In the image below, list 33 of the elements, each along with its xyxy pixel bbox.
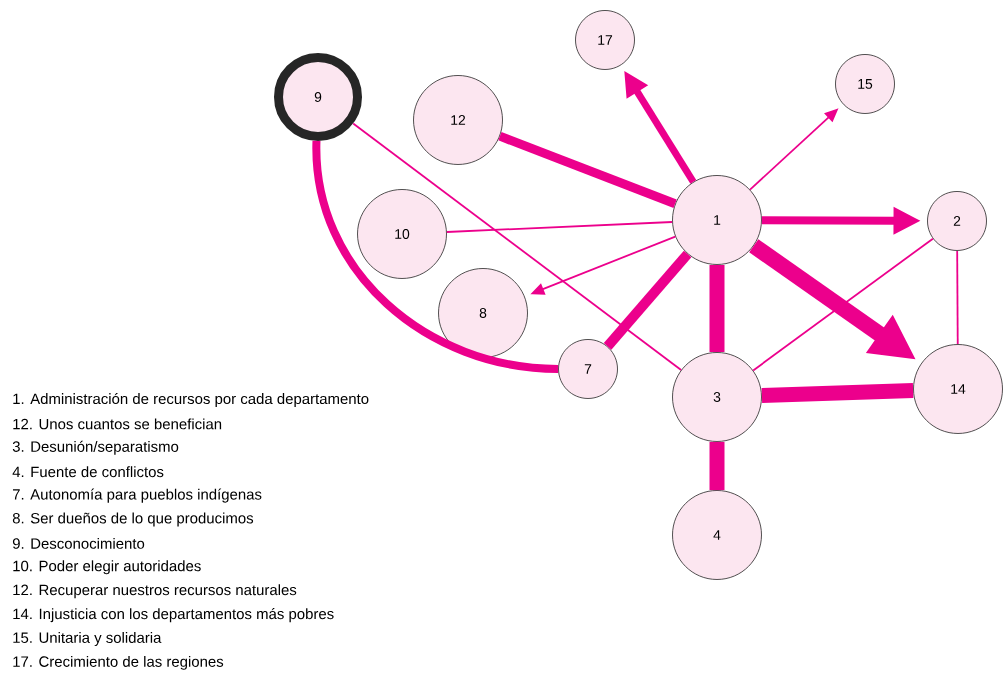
- circle-node: 15: [835, 54, 895, 114]
- circle-node: 12: [413, 75, 503, 165]
- key-text: 15. Unitaria y solidaria: [13, 632, 162, 646]
- circle-node: 14: [913, 344, 1003, 434]
- circle-node: 17: [575, 10, 635, 70]
- connector-line: [752, 237, 934, 372]
- circle-node: 4: [672, 490, 762, 580]
- connector-line: [352, 122, 682, 371]
- key-text: 1. Administración de recursos por cada departamento: [13, 392, 369, 408]
- circle-node: 7: [558, 339, 618, 399]
- connector-line: [709, 264, 725, 353]
- circle-node: 9: [274, 53, 362, 141]
- key-text: 12. Unos cuantos se benefician: [13, 418, 222, 430]
- connector-line: [603, 250, 692, 350]
- key-text: 10. Poder elegir autoridades: [13, 560, 201, 575]
- key-text: 4. Fuente de conflictos: [12, 466, 164, 478]
- key-text: 12. Recuperar nuestros recursos naturales: [13, 584, 297, 599]
- key-text: 3. Desunión/separatismo: [12, 440, 179, 455]
- circle-node: 2: [927, 191, 987, 251]
- connector-line: [709, 441, 725, 491]
- circle-node: 1: [672, 175, 762, 265]
- key-text: 17. Crecimiento de las regiones: [13, 655, 224, 670]
- key-text: 7. Autonomía para pueblos indígenas: [12, 488, 262, 503]
- key-text: 14. Injusticia con los departamentos más pobres: [13, 608, 334, 623]
- key-text: 9. Desconocimiento: [12, 537, 145, 549]
- connector-line: [956, 250, 959, 345]
- circle-node: 10: [357, 189, 447, 279]
- connector-line: [498, 131, 677, 208]
- circle-node: 8: [438, 268, 528, 358]
- connector-line: [761, 382, 914, 403]
- key-text: 8. Ser dueños de lo que producimos: [12, 512, 254, 527]
- connector-line: [445, 221, 674, 233]
- circle-node: 3: [672, 352, 762, 442]
